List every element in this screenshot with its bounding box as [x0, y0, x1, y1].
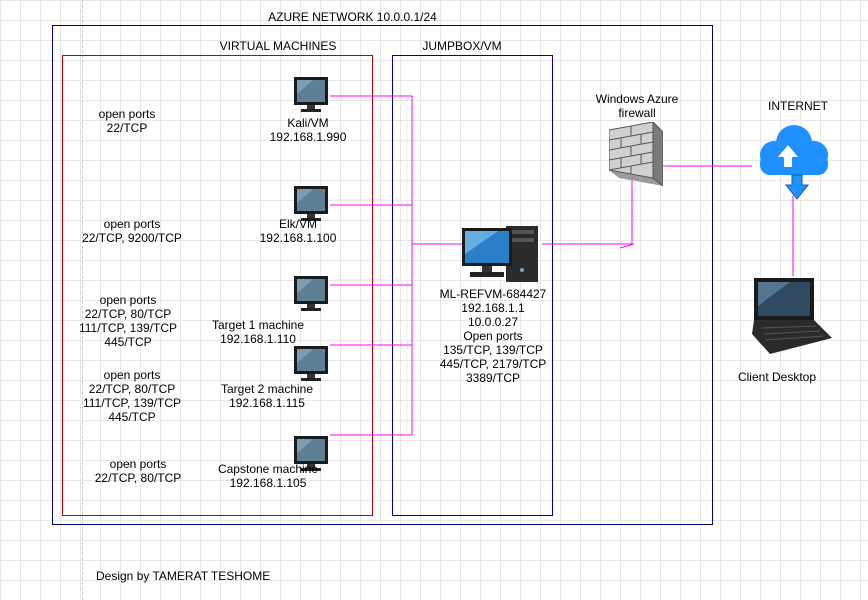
wire-kali — [330, 95, 413, 436]
azure-network-box — [52, 25, 713, 525]
client-desktop-label: Client Desktop — [737, 370, 817, 384]
monitor-icon — [294, 186, 328, 221]
internet-label: INTERNET — [768, 99, 828, 113]
vm-elk-ports: open ports 22/TCP, 9200/TCP — [82, 217, 182, 245]
monitor-icon — [294, 346, 328, 381]
vm-target1-ports: open ports 22/TCP, 80/TCP 111/TCP, 139/T… — [78, 293, 178, 349]
firewall-brick-icon — [609, 122, 663, 186]
vm-elk-ip: 192.168.1.100 — [259, 231, 337, 245]
monitor-icon — [294, 276, 328, 311]
vm-target2-ip: 192.168.1.115 — [229, 396, 305, 410]
vm-elk-name: Elk/VM — [278, 217, 317, 231]
vm-target1-name: Target 1 machine — [211, 318, 305, 332]
jumpbox-title: JUMPBOX/VM — [422, 39, 502, 53]
azure-network-title: AZURE NETWORK 10.0.0.1/24 — [268, 10, 437, 24]
vm-capstone-ports: open ports 22/TCP, 80/TCP — [94, 457, 182, 485]
jumpbox-server-info: ML-REFVM-684427 192.168.1.1 10.0.0.27 Op… — [439, 287, 547, 385]
vm-kali-name: Kali/VM — [287, 116, 329, 130]
server-computer-icon — [462, 226, 538, 282]
vm-capstone-name: Capstone machine — [217, 462, 319, 476]
vm-kali-ip: 192.168.1.990 — [269, 130, 347, 144]
design-credit: Design by TAMERAT TESHOME — [96, 569, 271, 583]
firewall-label: Windows Azure firewall — [595, 92, 679, 120]
vm-target2-ports: open ports 22/TCP, 80/TCP 111/TCP, 139/T… — [82, 368, 182, 424]
monitor-icon — [294, 436, 328, 471]
vm-kali-ports: open ports 22/TCP — [98, 107, 156, 135]
page-guide-line — [82, 0, 83, 600]
vm-target2-name: Target 2 machine — [220, 382, 314, 396]
vm-capstone-ip: 192.168.1.105 — [229, 476, 307, 490]
virtual-machines-title: VIRTUAL MACHINES — [219, 39, 337, 53]
wire-firewall-tick — [619, 243, 635, 249]
cloud-upload-icon — [760, 125, 828, 200]
wire-server-firewall — [542, 160, 633, 245]
vm-target1-ip: 192.168.1.110 — [220, 332, 296, 346]
monitor-icon — [294, 77, 328, 112]
laptop-icon — [752, 278, 832, 354]
